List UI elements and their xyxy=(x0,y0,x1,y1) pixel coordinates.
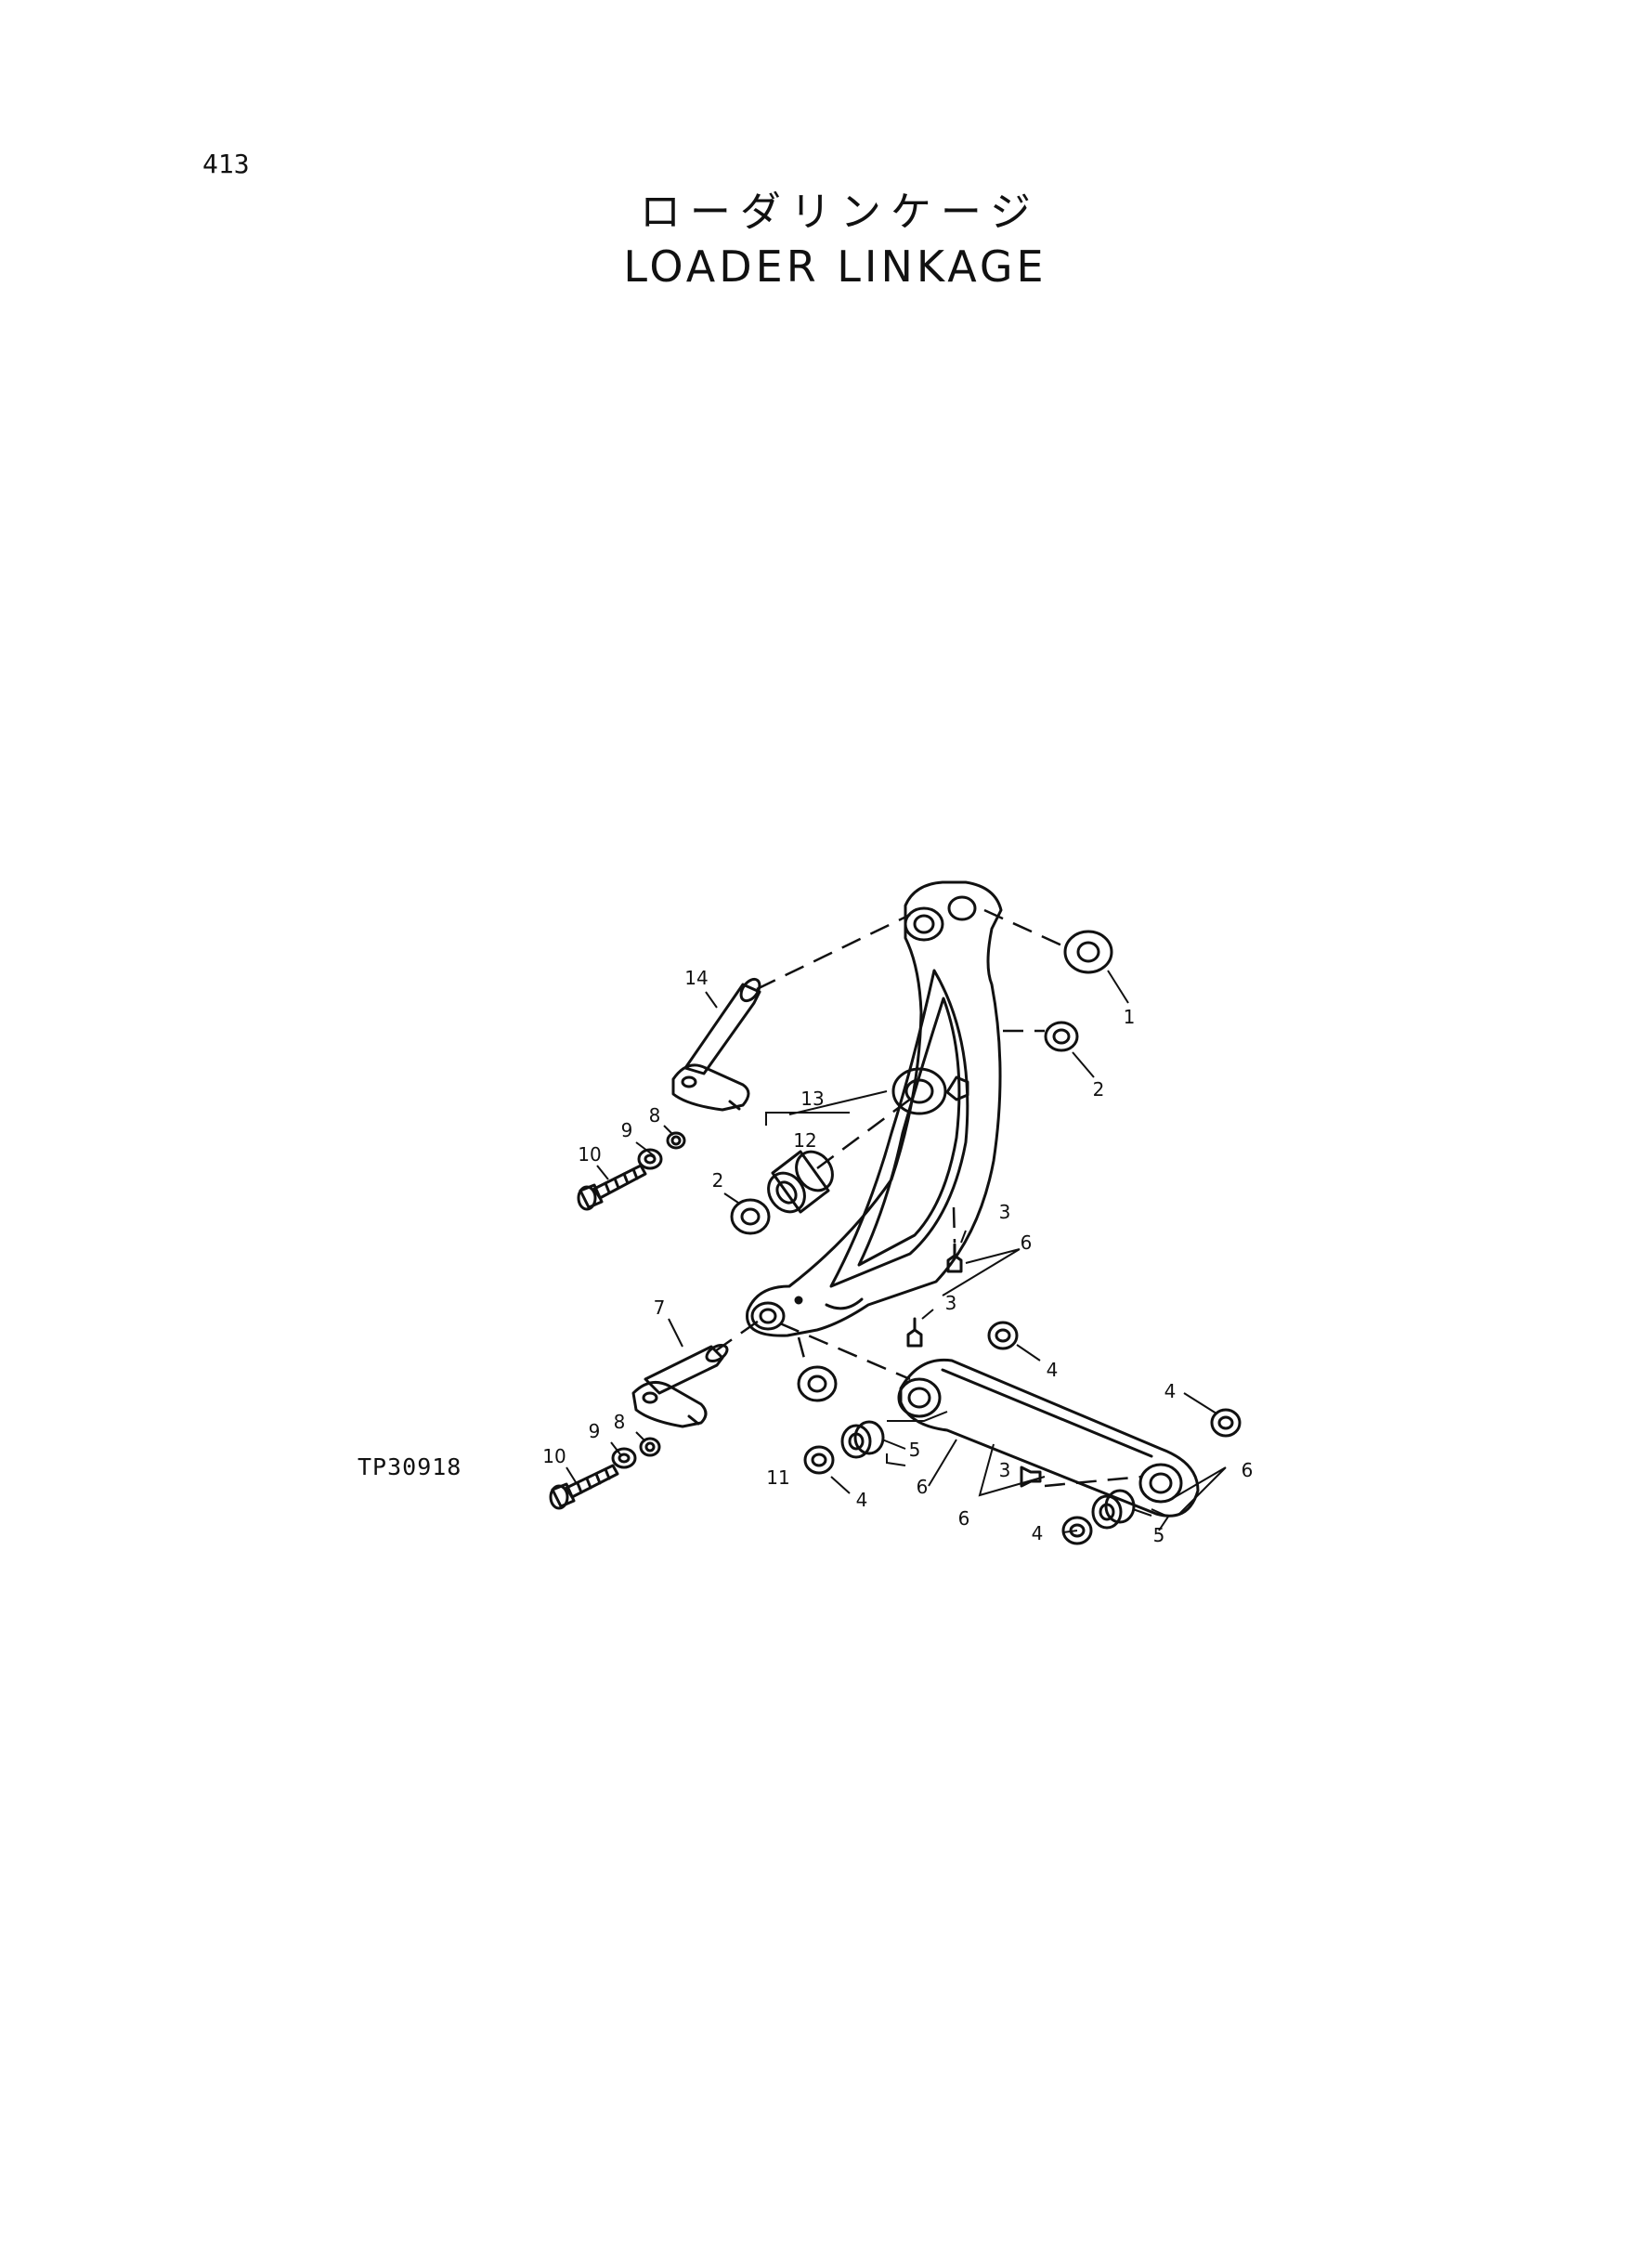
callout-14: 14 xyxy=(684,967,708,989)
washer-11 xyxy=(797,1365,838,1402)
page-number: 413 xyxy=(202,149,250,179)
callout-3-link: 3 xyxy=(945,1292,957,1314)
callout-9-lower: 9 xyxy=(589,1420,601,1442)
washer-1 xyxy=(1063,930,1113,974)
callout-6-right: 6 xyxy=(1242,1459,1254,1481)
leader-lines xyxy=(566,970,1227,1533)
bushing-8-upper xyxy=(666,1131,686,1150)
callout-4-d: 4 xyxy=(1032,1522,1044,1544)
callout-9-upper: 9 xyxy=(621,1119,633,1141)
callout-1: 1 xyxy=(1124,1006,1136,1028)
pin-7 xyxy=(631,1343,729,1428)
callout-10-lower: 10 xyxy=(542,1445,566,1467)
seal-2-right xyxy=(1044,1021,1079,1052)
grease-fitting-3-end xyxy=(1020,1466,1042,1488)
title-japanese: ローダリンケージ xyxy=(639,189,1041,236)
callout-4-a: 4 xyxy=(1047,1359,1059,1381)
callout-10-upper: 10 xyxy=(578,1143,601,1166)
title-block: ローダリンケージ LOADER LINKAGE xyxy=(0,178,1652,292)
title-english: LOADER LINKAGE xyxy=(623,241,1047,292)
grease-fitting-3-arm xyxy=(946,1243,963,1273)
washer-9-upper xyxy=(637,1148,663,1170)
callout-labels: 1 2 2 3 3 3 4 4 4 4 5 5 6 6 6 6 7 8 8 9 … xyxy=(542,967,1253,1546)
callout-5-left: 5 xyxy=(909,1439,921,1461)
callout-8-upper: 8 xyxy=(649,1104,661,1127)
callout-13: 13 xyxy=(800,1088,824,1110)
callout-2-right: 2 xyxy=(1093,1078,1105,1101)
callout-6-top: 6 xyxy=(1021,1231,1033,1254)
bushing-5-right xyxy=(1091,1489,1136,1530)
callout-4-b: 4 xyxy=(1164,1380,1177,1402)
pin-14 xyxy=(671,977,761,1112)
bolt-10-lower xyxy=(549,1464,619,1510)
callout-3-end: 3 xyxy=(999,1459,1011,1481)
callout-3-arm: 3 xyxy=(999,1201,1011,1223)
callout-8-lower: 8 xyxy=(614,1411,626,1433)
grease-fitting-3-link xyxy=(906,1317,923,1348)
assembly-lines xyxy=(714,908,1143,1488)
washer-9-lower xyxy=(611,1447,637,1469)
figure-code: TP30918 xyxy=(358,1453,462,1480)
callout-5-right: 5 xyxy=(1153,1524,1165,1546)
callout-6-low: 6 xyxy=(958,1507,970,1530)
seal-4-a xyxy=(987,1321,1019,1350)
connecting-link-6 xyxy=(897,1358,1200,1518)
callout-12: 12 xyxy=(793,1129,816,1152)
loader-arm xyxy=(746,880,1003,1337)
callout-4-c: 4 xyxy=(856,1489,868,1511)
callout-6-mid: 6 xyxy=(917,1476,929,1498)
bracket-13 xyxy=(765,1112,850,1126)
callout-2-left: 2 xyxy=(712,1169,724,1192)
bushing-8-lower xyxy=(639,1437,661,1457)
seal-2-left xyxy=(730,1198,771,1235)
bolt-10-upper xyxy=(577,1164,647,1211)
seal-4-b xyxy=(1210,1408,1242,1438)
callout-7: 7 xyxy=(654,1296,666,1319)
callout-11: 11 xyxy=(766,1466,789,1489)
bushing-5-left xyxy=(840,1420,885,1459)
bushing-12 xyxy=(767,1150,834,1214)
seal-4-c xyxy=(803,1445,835,1475)
